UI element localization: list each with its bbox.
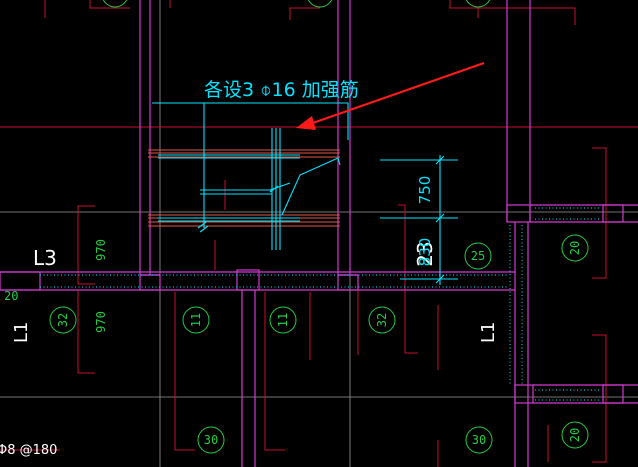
- white-labels: L3 L1 L1 23 Φ8 @180: [0, 241, 499, 458]
- circle-texts: 25 20 32 11 11 32 30 30 20: [56, 241, 582, 447]
- dim-750: 750: [416, 176, 434, 205]
- dim-970-bottom: 970: [94, 311, 108, 333]
- cyan-reinforcement: [152, 102, 458, 285]
- dim-970-top: 970: [94, 239, 108, 261]
- circle-marker: [465, 426, 493, 454]
- dim-830: 830: [416, 238, 434, 267]
- circle-label: 32: [56, 313, 70, 327]
- circle-marker-top: [307, 0, 333, 8]
- label-L1-left: L1: [11, 322, 32, 343]
- circle-label: 20: [568, 241, 582, 255]
- circle-marker: [464, 242, 492, 270]
- circle-marker: [561, 421, 589, 449]
- circle-marker: [368, 306, 396, 334]
- circle-label: 20: [568, 428, 582, 442]
- label-stirrup: Φ8 @180: [0, 443, 57, 458]
- circle-marker-top: [465, 0, 491, 8]
- cyan-dot-bands: [40, 207, 600, 401]
- circle-marker-top: [102, 0, 128, 8]
- label-20-left: 20: [4, 289, 18, 303]
- label-L1-right: L1: [478, 322, 499, 343]
- label-23: 23: [413, 241, 437, 266]
- circle-marker: [561, 234, 589, 262]
- circle-label: 30: [472, 433, 486, 447]
- annotation-main: 各设3 ⌽16 加强筋: [204, 79, 359, 101]
- label-L3: L3: [33, 246, 57, 270]
- green-dimensions: 970 970 20: [4, 239, 108, 333]
- red-arrow-icon: [296, 61, 485, 130]
- circle-marker: [49, 306, 77, 334]
- circle-marker: [269, 306, 297, 334]
- circle-label: 25: [471, 249, 485, 263]
- circle-label: 11: [189, 313, 203, 327]
- cyan-annotation: 各设3 ⌽16 加强筋 750 830: [204, 79, 434, 266]
- red-rebar-brackets: [0, 0, 607, 467]
- circle-label: 32: [375, 313, 389, 327]
- circle-label: 30: [204, 433, 218, 447]
- circle-label: 11: [276, 313, 290, 327]
- circle-marker: [197, 426, 225, 454]
- circle-marker: [182, 306, 210, 334]
- circle-markers: [49, 0, 589, 454]
